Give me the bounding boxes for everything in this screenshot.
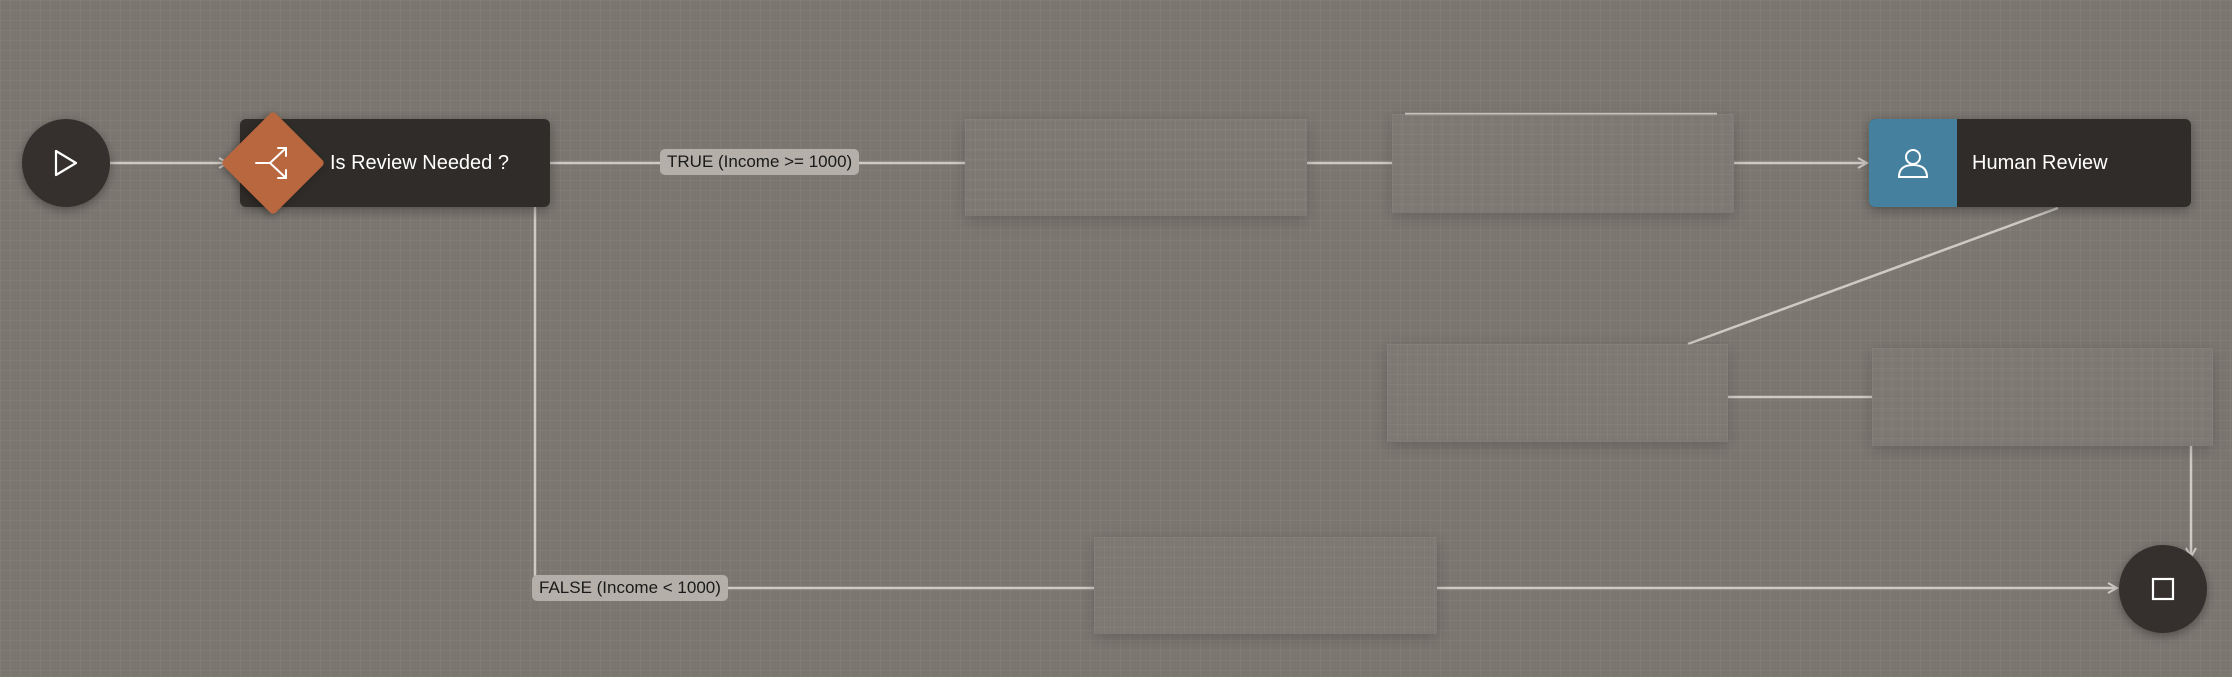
end-node[interactable] [2119,545,2207,633]
placeholder-node-2 [1392,114,1734,213]
edge-human-review-out[interactable] [1687,206,2059,346]
human-review-label: Human Review [1972,151,2108,174]
placeholder-node-3 [1387,344,1728,442]
start-node[interactable] [22,119,110,207]
split-icon [255,147,287,179]
stop-icon [2151,577,2175,601]
human-review-icon-box [1869,119,1957,207]
user-icon [1897,149,1929,178]
false-condition-label[interactable]: FALSE (Income < 1000) [532,575,728,601]
placeholder-node-5 [1094,537,1437,634]
play-icon [54,149,78,177]
placeholder-node-1 [965,119,1307,216]
true-condition-label[interactable]: TRUE (Income >= 1000) [660,149,860,175]
edge-false-path[interactable] [533,207,1094,590]
gateway-label: Is Review Needed ? [330,151,509,174]
placeholder-node-4 [1872,348,2213,446]
human-review-node[interactable]: Human Review [1869,119,2191,207]
